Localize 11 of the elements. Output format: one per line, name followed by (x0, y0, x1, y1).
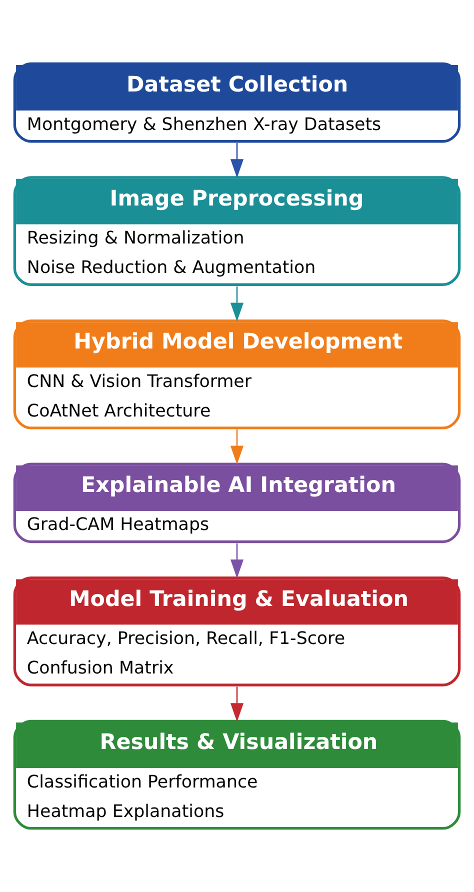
node-box: Dataset Collection Montgomery & Shenzhen X-ray Datasets (13, 62, 461, 143)
node-box: Explainable AI Integration Grad-CAM Heatmaps (13, 462, 461, 544)
arrow (230, 286, 244, 322)
node-box: Model Training & Evaluation Accuracy, Precision, Recall, F1-Score Confusion Matrix (13, 576, 461, 686)
node-box: Image Preprocessing Resizing & Normalization Noise Reduction & Augmentation (13, 176, 461, 286)
node-box: Hybrid Model Development CNN & Vision Transformer CoAtNet Architecture (13, 319, 461, 430)
arrow (230, 143, 244, 178)
node-box: Results & Visualization Classification Performance Heatmap Explanations (13, 720, 461, 830)
arrow (230, 429, 244, 464)
arrow (230, 543, 244, 578)
arrow (230, 686, 244, 722)
